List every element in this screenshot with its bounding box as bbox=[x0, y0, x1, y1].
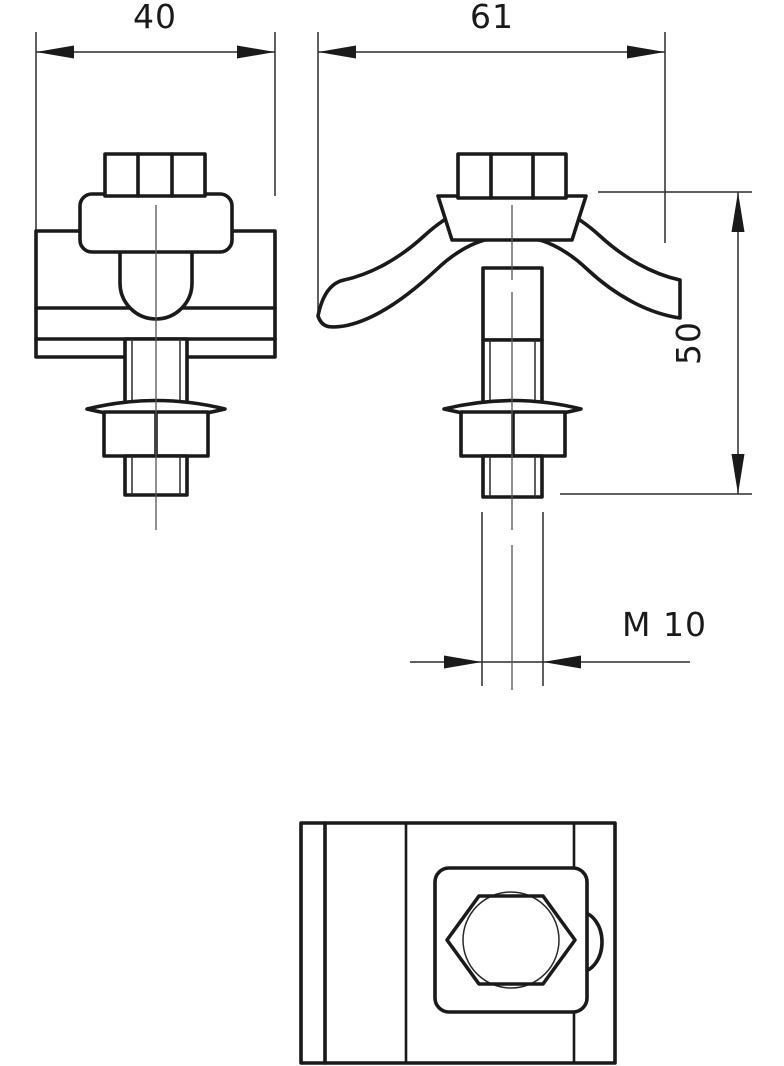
dimension-m10: M 10 bbox=[410, 512, 707, 686]
arrow-bottom-50 bbox=[731, 454, 745, 494]
arrow-left-61 bbox=[318, 45, 356, 59]
bolt-circle bbox=[462, 891, 560, 989]
hex-bolt-head-side bbox=[456, 152, 568, 200]
dimension-61: 61 bbox=[317, 0, 666, 312]
front-view bbox=[34, 152, 277, 530]
saddle-plate-square bbox=[433, 866, 589, 1014]
hex-bolt-head-hexagon bbox=[445, 894, 577, 986]
top-view bbox=[299, 821, 617, 1065]
wave-clamp-profile bbox=[316, 198, 682, 329]
dimension-40: 40 bbox=[35, 0, 276, 232]
arrow-right-61 bbox=[627, 45, 665, 59]
arrow-top-50 bbox=[731, 192, 745, 232]
side-view bbox=[316, 152, 682, 690]
arrow-inward-right-m10 bbox=[543, 655, 581, 669]
arrow-inward-left-m10 bbox=[444, 655, 482, 669]
dimension-label-61: 61 bbox=[470, 0, 514, 36]
dimension-label-m10: M 10 bbox=[622, 605, 707, 644]
arrow-left-40 bbox=[36, 45, 74, 59]
hex-bolt-head bbox=[103, 152, 207, 198]
arrow-right-40 bbox=[237, 45, 275, 59]
dimension-label-50: 50 bbox=[669, 321, 708, 365]
dimension-label-40: 40 bbox=[133, 0, 177, 36]
dimension-50: 50 bbox=[560, 191, 752, 495]
